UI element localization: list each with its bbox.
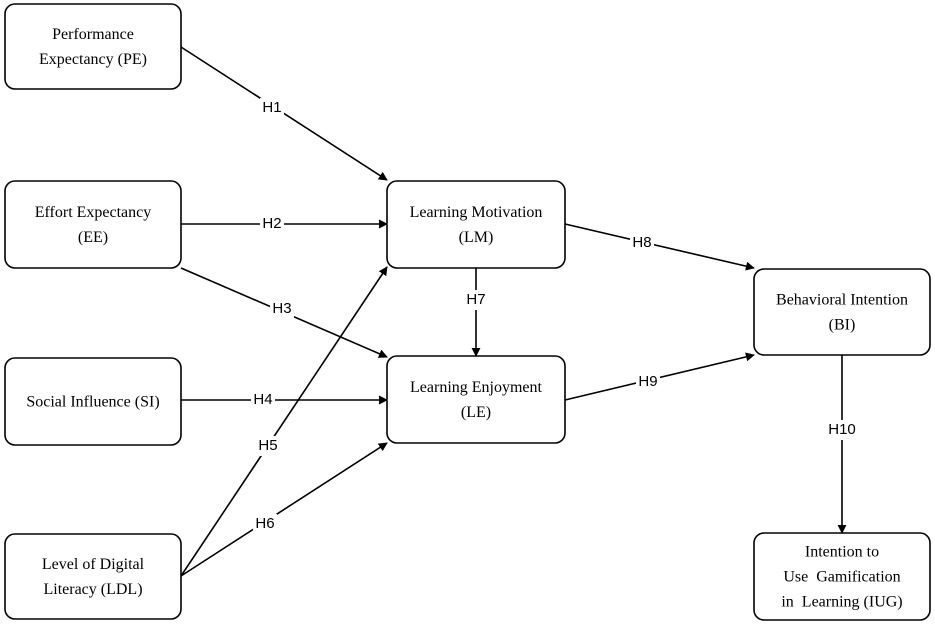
node-box-bi	[753, 268, 931, 356]
edge-label-h7: H7	[466, 291, 485, 308]
edge-label-bg-h10	[825, 420, 859, 440]
node-label-ee-line-2: (EE)	[78, 229, 108, 246]
node-label-lm-line-1: Learning Motivation	[410, 204, 543, 221]
edge-label-h2: H2	[262, 215, 281, 232]
edge-label-group-h4: H4	[251, 390, 275, 410]
edge-label-h1: H1	[262, 99, 281, 116]
node-si: Social Influence (SI)	[4, 357, 182, 446]
node-label-ldl-line-2: Literacy (LDL)	[43, 581, 142, 598]
edge-label-group-h5: H5	[256, 436, 280, 456]
edge-label-bg-h7	[464, 290, 488, 310]
node-bi: Behavioral Intention (BI)	[753, 268, 931, 356]
node-box-lm	[386, 180, 566, 269]
edge-label-h4: H4	[253, 391, 272, 408]
edge-label-group-h8: H8	[630, 233, 654, 253]
node-label-le-line-2: (LE)	[461, 404, 491, 421]
node-label-iug-line-1: Intention to	[805, 544, 879, 561]
edge-label-h9: H9	[638, 373, 657, 390]
node-label-iug-line-3: in Learning (IUG)	[781, 594, 902, 611]
node-iug: Intention to Use Gamification in Learning …	[753, 532, 931, 621]
node-box-si	[4, 357, 182, 446]
node-label-le-line-1: Learning Enjoyment	[410, 379, 543, 396]
node-lm: Learning Motivation (LM)	[386, 180, 566, 269]
node-label-lm-line-2: (LM)	[459, 229, 494, 246]
node-le: Learning Enjoyment (LE)	[386, 355, 566, 444]
edge-label-bg-h4	[251, 390, 275, 410]
node-ee: Effort Expectancy (EE)	[4, 180, 182, 269]
edge-label-group-h6: H6	[253, 514, 277, 534]
edge-label-group-h10: H10	[825, 420, 859, 440]
node-label-pe-line-1: Performance	[52, 26, 134, 43]
edge-label-bg-h5	[256, 436, 280, 456]
edge-label-group-h3: H3	[270, 299, 294, 319]
edge-label-bg-h9	[636, 372, 660, 392]
edge-label-h8: H8	[632, 234, 651, 251]
node-label-bi-line-1: Behavioral Intention	[776, 292, 908, 309]
node-label-bi-line-2: (BI)	[829, 317, 856, 334]
arrow-h8	[564, 223, 755, 271]
edge-label-bg-h2	[260, 214, 284, 234]
node-label-si-line-1: Social Influence (SI)	[26, 394, 159, 411]
node-box-le	[386, 355, 566, 444]
edge-label-h3: H3	[272, 300, 291, 317]
node-box-ee	[4, 180, 182, 269]
edge-label-bg-h6	[253, 514, 277, 534]
edge-h6-ldl-to-le	[180, 442, 388, 577]
edge-h8-lm-to-bi	[564, 223, 755, 271]
edge-h5-ldl-to-lm	[180, 266, 388, 577]
edge-label-bg-h1	[260, 98, 284, 118]
edge-label-bg-h8	[630, 233, 654, 253]
edge-label-group-h9: H9	[636, 372, 660, 392]
edge-label-group-h2: H2	[260, 214, 284, 234]
arrow-h6	[180, 442, 388, 577]
edge-label-group-h7: H7	[464, 290, 488, 310]
arrow-h5	[180, 266, 388, 577]
edge-label-bg-h3	[270, 299, 294, 319]
node-box-pe	[4, 3, 182, 90]
node-label-iug-line-2: Use Gamification	[783, 569, 900, 586]
node-box-ldl	[4, 533, 182, 620]
node-label-ee-line-1: Effort Expectancy	[35, 204, 152, 221]
edge-label-h10: H10	[828, 421, 856, 438]
edge-label-h6: H6	[255, 515, 274, 532]
node-label-pe-line-2: Expectancy (PE)	[39, 51, 147, 68]
edge-label-group-h1: H1	[260, 98, 284, 118]
edge-label-h5: H5	[258, 437, 277, 454]
node-label-ldl-line-1: Level of Digital	[42, 556, 145, 573]
node-box-iug	[753, 532, 931, 621]
